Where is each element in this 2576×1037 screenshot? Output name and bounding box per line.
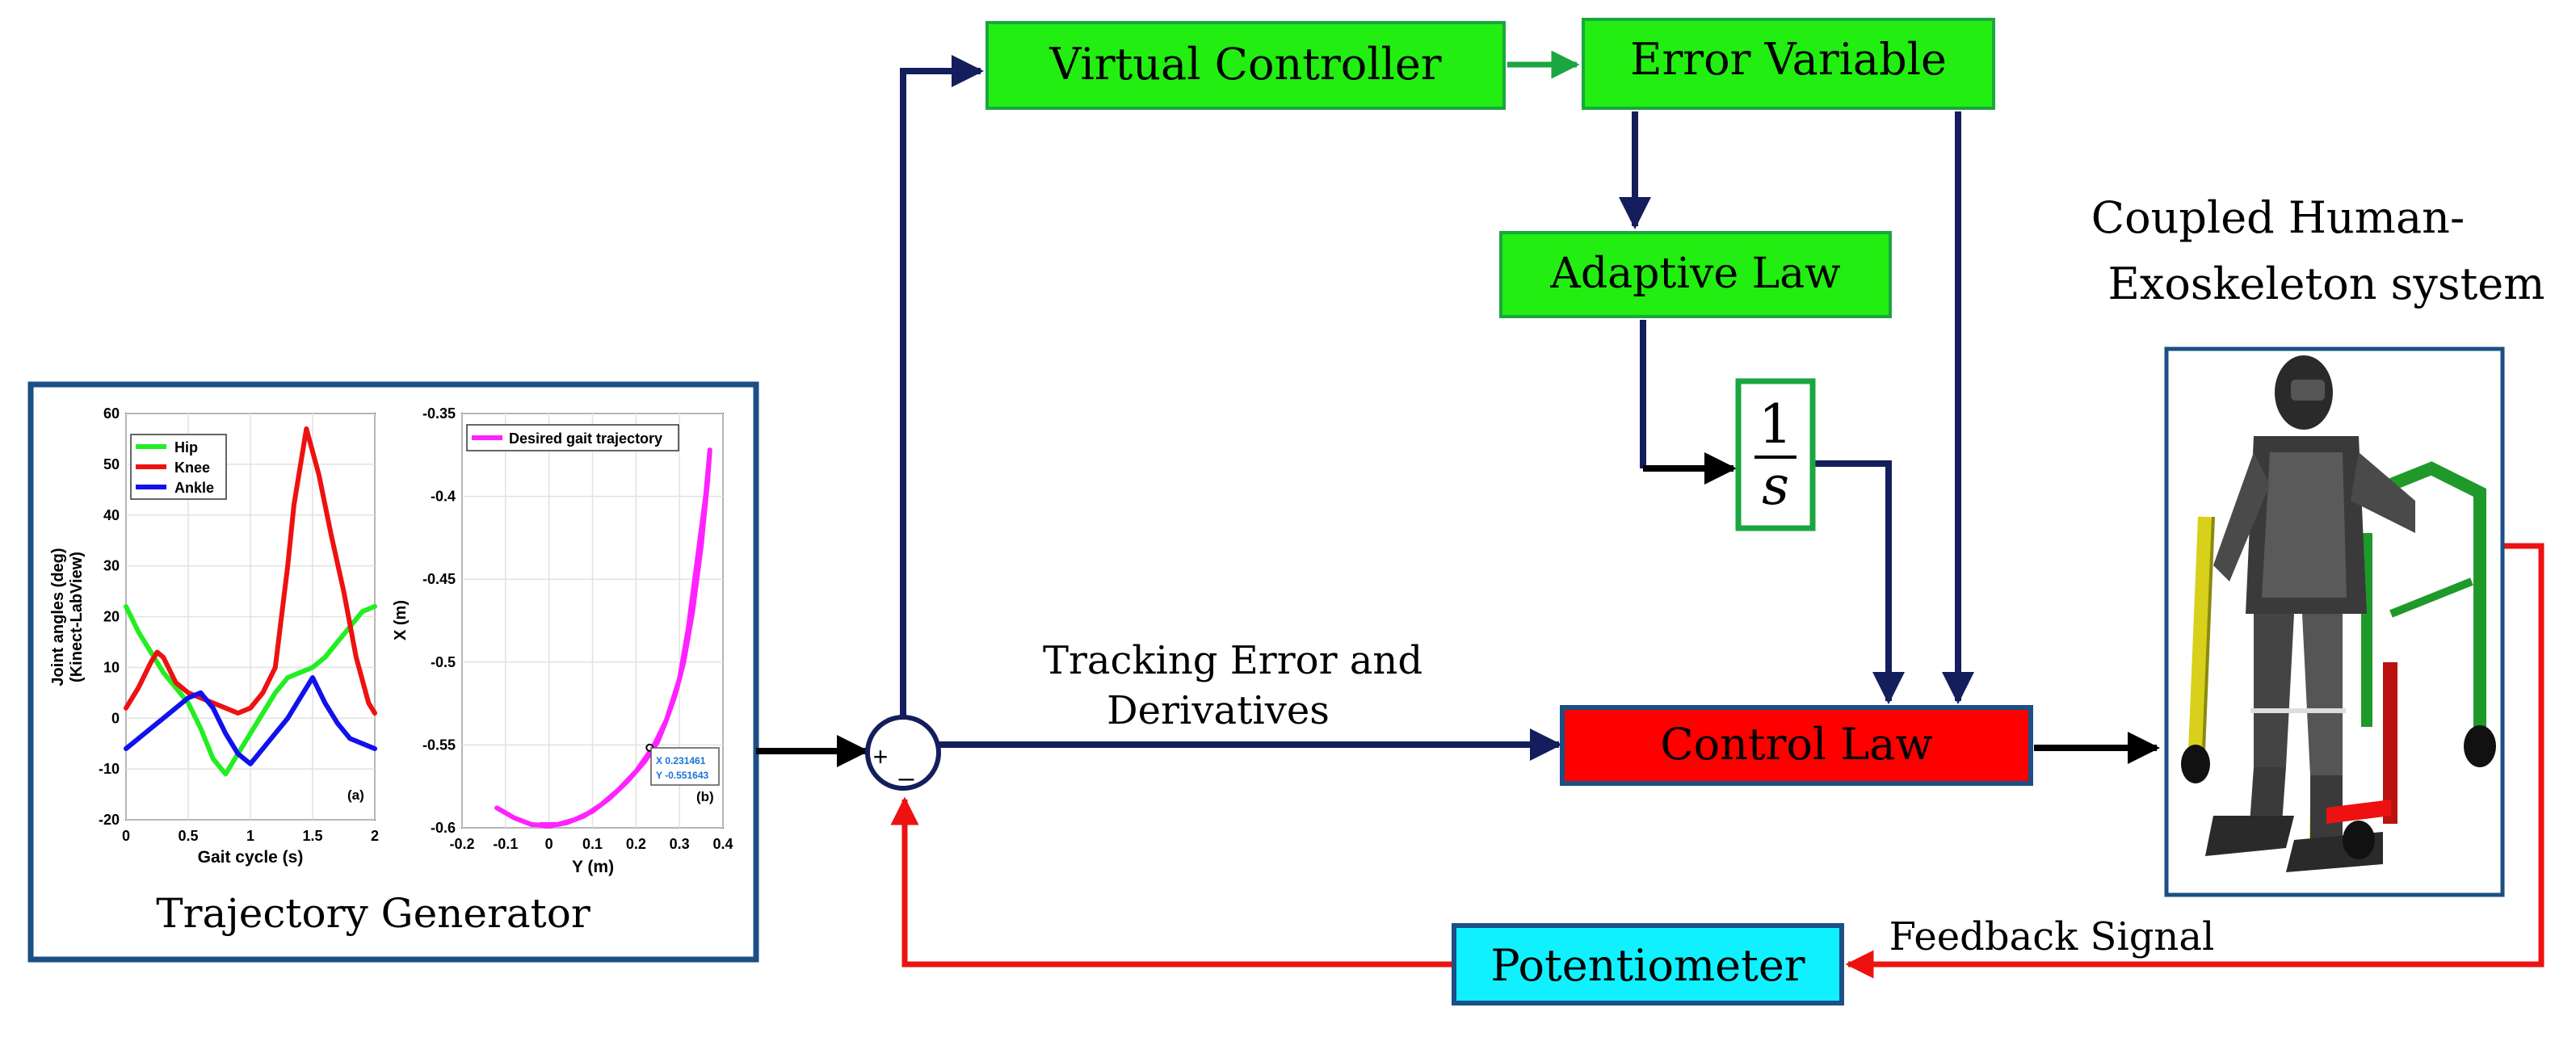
chart-a: -20 -10 0 10 20 30 40 50 60 0 0.5 1 1.5 2 Gait cycle…	[49, 405, 379, 867]
chart-b-x-tick: 0.3	[670, 836, 690, 852]
legend-label-ankle: Ankle	[174, 480, 214, 496]
chart-a-y-tick: 10	[103, 659, 120, 675]
chart-b-x-tick: 0.2	[626, 836, 646, 852]
chart-a-x-tick: 1	[246, 828, 254, 844]
chart-b-y-tick: -0.4	[431, 489, 456, 505]
integrator-numerator: 1	[1759, 393, 1792, 456]
exoskeleton-panel	[2164, 346, 2505, 897]
chart-a-x-tick: 1.5	[302, 828, 322, 844]
control-law-label: Control Law	[1660, 719, 1932, 770]
trajectory-generator-panel: -20 -10 0 10 20 30 40 50 60 0 0.5 1 1.5 2 Gait cycle…	[27, 381, 759, 963]
error-variable-block: Error Variable	[1582, 18, 1995, 110]
chart-a-y-tick-labels: -20 -10 0 10 20 30 40 50 60	[99, 405, 120, 828]
adaptive-law-label: Adaptive Law	[1549, 250, 1840, 298]
tracking-error-label-line1: Tracking Error and	[1043, 638, 1422, 683]
connections	[756, 50, 2544, 979]
series-line-hip	[124, 603, 377, 777]
summing-junction-circle	[865, 715, 941, 791]
chart-b-y-tick: -0.6	[431, 820, 456, 836]
chart-a-y-tick: 40	[103, 507, 120, 523]
chart-b-legend-box	[466, 424, 679, 451]
chart-a-x-tick: 0.5	[178, 828, 198, 844]
exoskeleton-image	[2181, 355, 2496, 872]
chart-b-x-tick: 0	[545, 836, 553, 852]
potentiometer-block: Potentiometer	[1452, 923, 1844, 1006]
virtual-controller-label: Virtual Controller	[1048, 39, 1441, 90]
potentiometer-box	[1452, 923, 1844, 1006]
integrator-block: 1 s	[1735, 378, 1816, 531]
feedback-signal-arrow	[1845, 543, 2544, 979]
summing-junction: + –	[865, 715, 941, 793]
chart-b-y-tick: -0.5	[431, 654, 456, 670]
chart-a-x-tick: 2	[371, 828, 379, 844]
chart-a-y-tick: -20	[99, 812, 120, 828]
control-law-box	[1560, 705, 2033, 786]
chart-b-y-tick-labels: -0.6 -0.55 -0.5 -0.45 -0.4 -0.35	[422, 405, 456, 836]
virtual-controller-block: Virtual Controller	[985, 21, 1506, 110]
integrator-to-control-law-arrow	[1814, 460, 1905, 704]
chart-a-legend: Hip Knee Ankle	[130, 434, 227, 500]
chart-a-x-tick-labels: 0 0.5 1 1.5 2	[122, 828, 379, 844]
coupled-system-label-line2: Exoskeleton system	[2108, 258, 2545, 309]
tracking-error-label-line2: Derivatives	[1107, 688, 1330, 733]
chart-b-grid	[461, 413, 724, 829]
chart-b-x-tick: -0.1	[493, 836, 518, 852]
chart-a-xlabel: Gait cycle (s)	[198, 848, 304, 867]
adaptive-law-box	[1499, 231, 1892, 318]
adaptive-law-block: Adaptive Law	[1499, 231, 1892, 318]
chart-a-ylabel-line1: Joint angles (deg)	[49, 548, 67, 686]
feedback-signal-label: Feedback Signal	[1889, 914, 2215, 959]
summing-minus-sign: –	[899, 762, 914, 793]
series-line-desired-gait-trajectory	[494, 447, 712, 829]
legend-label-knee: Knee	[174, 460, 210, 476]
chart-a-panel-label: (a)	[347, 787, 364, 803]
integrator-denominator: s	[1762, 455, 1789, 517]
chart-b-xlabel: Y (m)	[572, 858, 614, 876]
chart-b-y-tick: -0.55	[422, 737, 456, 753]
chart-a-grid	[125, 413, 376, 821]
error-variable-box	[1582, 18, 1995, 110]
legend-label-hip: Hip	[174, 439, 198, 456]
legend-label-desired-trajectory: Desired gait trajectory	[509, 430, 662, 447]
chart-a-y-tick: 50	[103, 456, 120, 472]
virtual-controller-box	[985, 21, 1506, 110]
chart-b-x-tick-labels: -0.2 -0.1 0 0.1 0.2 0.3 0.4	[449, 836, 733, 852]
control-law-block: Control Law	[1560, 705, 2033, 786]
chart-a-y-tick: 60	[103, 405, 120, 422]
chart-b: -0.6 -0.55 -0.5 -0.45 -0.4 -0.35 -0.2 -0.1 0 0.1…	[392, 405, 733, 876]
chart-b-panel-label: (b)	[696, 789, 714, 804]
datatip-box	[650, 747, 720, 786]
chart-b-x-tick: -0.2	[449, 836, 474, 852]
chart-b-legend: Desired gait trajectory	[466, 424, 679, 451]
chart-b-series	[494, 447, 712, 829]
datatip-x: X 0.231461	[656, 755, 706, 766]
datatip-y: Y -0.551643	[656, 770, 708, 781]
chart-b-y-tick: -0.35	[422, 405, 456, 422]
coupled-system-label-line1: Coupled Human-	[2091, 192, 2465, 243]
potentiometer-label: Potentiometer	[1490, 940, 1805, 991]
trajectory-generator-label: Trajectory Generator	[156, 890, 590, 937]
integrator-box	[1735, 378, 1816, 531]
chart-b-x-tick: 0.1	[582, 836, 603, 852]
chart-a-series	[124, 426, 377, 777]
chart-a-y-tick: 20	[103, 609, 120, 625]
chart-b-datatip: X 0.231461 Y -0.551643	[645, 743, 720, 786]
chart-b-ylabel: X (m)	[392, 600, 410, 640]
chart-a-x-tick: 0	[122, 828, 130, 844]
sum-to-virtual-controller-arrow	[900, 55, 984, 717]
chart-a-y-tick: 30	[103, 558, 120, 574]
chart-b-x-tick: 0.4	[712, 836, 733, 852]
series-line-knee	[124, 426, 377, 716]
chart-a-y-tick: 0	[111, 710, 120, 726]
summing-plus-sign: +	[873, 742, 889, 771]
series-line-ankle	[124, 675, 377, 766]
error-variable-label: Error Variable	[1630, 34, 1947, 85]
potentiometer-to-sum-arrow	[890, 796, 1452, 968]
chart-b-y-tick: -0.45	[422, 571, 456, 587]
chart-a-ylabel-line2: (Kinect-LabView)	[68, 552, 86, 682]
chart-a-y-tick: -10	[99, 761, 120, 777]
